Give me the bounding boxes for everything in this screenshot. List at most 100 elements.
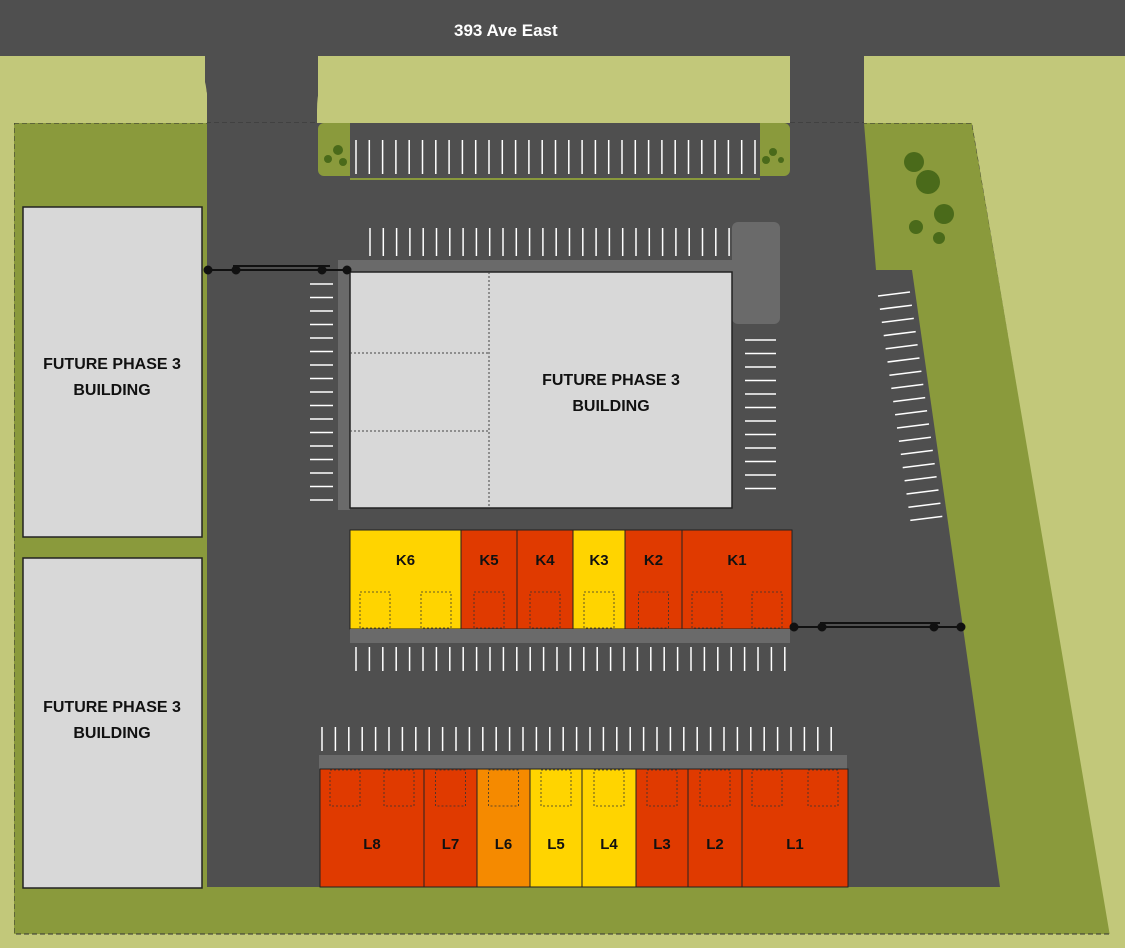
curb-l-row — [319, 755, 847, 769]
parking-stalls-l-row — [321, 727, 832, 751]
parking-stall-line — [887, 357, 920, 363]
unit-label: K3 — [589, 552, 608, 569]
unit-label: L5 — [547, 836, 565, 853]
unit-fill — [319, 768, 425, 888]
parking-stall-line — [877, 291, 911, 297]
unit-l3[interactable]: L3 — [635, 768, 689, 888]
parking-stall-line — [910, 515, 943, 522]
parking-stall-line — [904, 476, 937, 482]
entry-road-west-lane — [207, 50, 317, 130]
parking-stall-line — [881, 317, 914, 324]
parking-stalls-k-row — [355, 647, 786, 671]
parking-stall-line — [891, 383, 924, 390]
unit-label: L1 — [786, 836, 804, 853]
unit-label: K5 — [479, 552, 498, 569]
building-west-north-label-line1: FUTURE PHASE 3 — [43, 356, 181, 373]
parking-stall-line — [879, 304, 912, 310]
door-outline — [359, 591, 391, 629]
parking-stalls-center-right — [745, 339, 776, 490]
unit-fill — [635, 768, 689, 888]
building-west-south[interactable] — [22, 557, 203, 889]
entry-road-east-lane — [790, 50, 864, 130]
unit-label: K4 — [535, 552, 555, 569]
unit-label: K2 — [644, 552, 663, 569]
gate-fence-north — [203, 265, 352, 275]
door-outline — [583, 591, 615, 629]
building-center-divisions — [350, 272, 490, 508]
unit-l4[interactable]: L4 — [581, 768, 637, 888]
island-center — [318, 56, 790, 123]
door-outline — [646, 769, 678, 807]
gate-fence-east — [789, 622, 966, 632]
building-west-south-label-line1: FUTURE PHASE 3 — [43, 699, 181, 716]
parking-stall-line — [906, 489, 939, 495]
unit-fill — [681, 529, 793, 630]
loading-dock-east — [732, 222, 780, 324]
unit-k6[interactable]: K6 — [349, 529, 462, 630]
parking-stall-line — [896, 423, 930, 429]
parking-stalls-north — [355, 140, 756, 174]
street-road — [0, 0, 1125, 56]
door-outline — [435, 769, 466, 807]
curb-k-row — [350, 629, 790, 643]
unit-k2[interactable]: K2 — [624, 529, 683, 630]
unit-fill — [529, 768, 583, 888]
unit-fill — [476, 768, 531, 888]
unit-l1[interactable]: L1 — [741, 768, 849, 888]
parking-stalls-center-top — [369, 228, 730, 256]
unit-fill — [349, 529, 462, 630]
building-west-north[interactable] — [22, 206, 203, 538]
unit-k4[interactable]: K4 — [516, 529, 574, 630]
unit-k3[interactable]: K3 — [572, 529, 626, 630]
door-outline — [699, 769, 731, 807]
unit-fill — [516, 529, 574, 630]
parking-stall-line — [893, 396, 926, 403]
unit-k1[interactable]: K1 — [681, 529, 793, 630]
door-outline — [420, 591, 452, 629]
door-outline — [540, 769, 572, 807]
door-outline — [751, 769, 783, 807]
door-outline — [383, 769, 415, 807]
parking-stall-line — [885, 344, 918, 350]
building-center-label-line1: FUTURE PHASE 3 — [542, 372, 680, 389]
parking-stall-line — [898, 436, 931, 442]
unit-fill — [624, 529, 683, 630]
parking-stall-line — [889, 370, 922, 376]
parking-stall-line — [895, 410, 928, 416]
unit-l5[interactable]: L5 — [529, 768, 583, 888]
parking-stall-line — [883, 330, 916, 337]
unit-fill — [581, 768, 637, 888]
door-outline — [691, 591, 723, 629]
building-west-north-label-line2: BUILDING — [73, 382, 150, 399]
unit-label: L2 — [706, 836, 724, 853]
parking-stalls-center-left — [310, 283, 333, 501]
door-outline — [638, 591, 669, 629]
island-east — [864, 56, 1125, 948]
door-outline — [593, 769, 625, 807]
unit-label: L3 — [653, 836, 671, 853]
unit-label: L8 — [363, 836, 381, 853]
door-outline — [751, 591, 783, 629]
unit-fill — [741, 768, 849, 888]
door-outline — [329, 769, 361, 807]
building-center[interactable] — [349, 271, 733, 509]
unit-l7[interactable]: L7 — [423, 768, 478, 888]
unit-k5[interactable]: K5 — [460, 529, 518, 630]
parking-stall-line — [900, 449, 933, 456]
unit-label: K6 — [396, 552, 415, 569]
unit-l8[interactable]: L8 — [319, 768, 425, 888]
unit-fill — [460, 529, 518, 630]
building-center-label-line2: BUILDING — [572, 398, 649, 415]
unit-label: L4 — [600, 836, 618, 853]
unit-fill — [687, 768, 743, 888]
units-k-row: K6 K5 K4 K3 K2 K1 — [349, 529, 793, 630]
door-outline — [807, 769, 839, 807]
parking-stalls-east-diagonal — [877, 291, 943, 522]
curb-center-left — [338, 260, 350, 510]
curb-center-top — [338, 260, 740, 272]
unit-l2[interactable]: L2 — [687, 768, 743, 888]
unit-l6[interactable]: L6 — [476, 768, 531, 888]
door-outline — [488, 769, 519, 807]
